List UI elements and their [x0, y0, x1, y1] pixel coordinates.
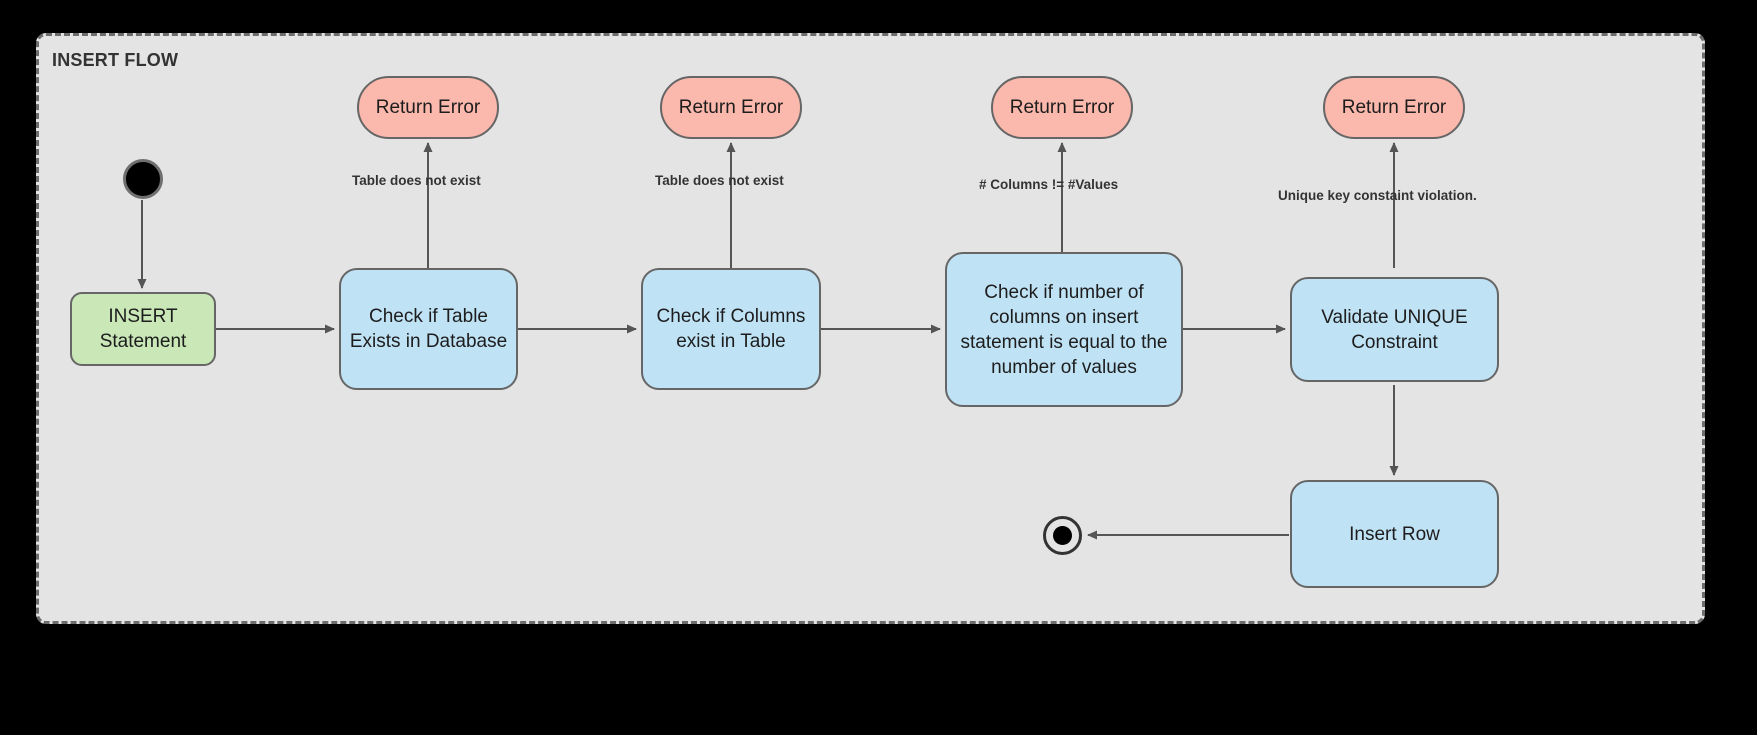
node-check-columns-exist[interactable]: Check if Columns exist in Table — [641, 268, 821, 390]
start-node — [123, 159, 163, 199]
node-return-error-2-label: Return Error — [678, 97, 784, 118]
node-return-error-2[interactable]: Return Error — [660, 76, 802, 139]
edge-label-unique-violation: Unique key constaint violation. — [1278, 188, 1477, 203]
node-check-table-exists-line1: Check if Table — [368, 306, 488, 327]
edge-label-table-not-exist-2: Table does not exist — [655, 173, 784, 188]
node-insert-statement-line1: INSERT — [108, 306, 178, 327]
node-return-error-3[interactable]: Return Error — [991, 76, 1133, 139]
node-check-columns-exist-line2: exist in Table — [676, 331, 786, 352]
node-check-columns-exist-line1: Check if Columns — [656, 306, 806, 327]
end-node — [1043, 516, 1082, 555]
node-return-error-4-label: Return Error — [1341, 97, 1447, 118]
edge-label-column-count-mismatch: # Columns != #Values — [979, 177, 1119, 192]
node-return-error-3-label: Return Error — [1009, 97, 1115, 118]
node-check-column-count-line3: statement is equal to the — [960, 331, 1168, 353]
node-insert-statement[interactable]: INSERT Statement — [70, 292, 216, 366]
node-return-error-1-label: Return Error — [375, 97, 481, 118]
node-return-error-1[interactable]: Return Error — [357, 76, 499, 139]
node-validate-unique-constraint-line1: Validate UNIQUE — [1321, 306, 1468, 328]
node-return-error-4[interactable]: Return Error — [1323, 76, 1465, 139]
node-check-column-count[interactable]: Check if number of columns on insert sta… — [945, 252, 1183, 407]
node-insert-row[interactable]: Insert Row — [1290, 480, 1499, 588]
node-validate-unique-constraint-line2: Constraint — [1351, 331, 1438, 353]
node-insert-statement-line2: Statement — [99, 331, 187, 352]
edge-label-table-not-exist-1: Table does not exist — [352, 173, 481, 188]
node-insert-row-label: Insert Row — [1349, 523, 1440, 545]
node-check-table-exists-line2: Exists in Database — [349, 331, 508, 352]
node-check-column-count-line4: number of values — [991, 356, 1137, 378]
node-check-column-count-line2: columns on insert — [989, 306, 1139, 328]
node-check-table-exists[interactable]: Check if Table Exists in Database — [339, 268, 518, 390]
node-check-column-count-line1: Check if number of — [984, 281, 1144, 303]
end-node-core — [1052, 525, 1073, 546]
diagram-title: INSERT FLOW — [52, 50, 179, 70]
node-validate-unique-constraint[interactable]: Validate UNIQUE Constraint — [1290, 277, 1499, 382]
